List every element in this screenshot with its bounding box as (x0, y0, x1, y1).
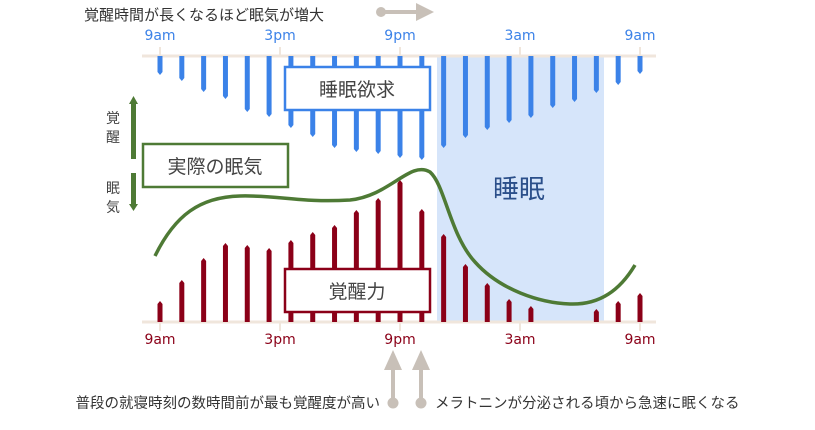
alertness-bar (462, 264, 468, 322)
sleep-need-bar (637, 56, 643, 74)
top-arrow-icon (376, 3, 434, 21)
sleep-need-bar (244, 56, 250, 112)
sleep-need-bar (593, 56, 599, 93)
sleep-need-bar (615, 56, 621, 85)
alertness-bar (506, 299, 512, 322)
time-tick-label-bottom: 3pm (264, 332, 295, 348)
sleep-need-bar (179, 56, 185, 81)
sleep-need-bar (528, 56, 534, 118)
alertness-bar (244, 245, 250, 322)
alertness-bar (484, 283, 490, 322)
sleep-need-label: 睡眠欲求 (319, 79, 395, 101)
alertness-bar (441, 234, 447, 322)
alertness-bar (222, 243, 228, 322)
sleep-need-bar (550, 56, 556, 108)
time-tick-label-top: 9pm (384, 28, 415, 44)
time-tick-label-bottom: 9pm (384, 332, 415, 348)
alertness-bar (593, 309, 599, 322)
bottom-note-right: メラトニンが分泌される頃から急速に眠くなる (435, 395, 740, 412)
time-tick-label-top: 3pm (264, 28, 295, 44)
alertness-bar (201, 258, 207, 322)
bottom-note-left: 普段の就寝時刻の数時間前が最も覚醒度が高い (76, 394, 381, 412)
up-arrow-icon (412, 350, 430, 409)
sleep-need-bar (572, 56, 578, 102)
up-arrow-icon (384, 350, 402, 409)
time-tick-label-top: 9am (624, 28, 655, 44)
sleep-need-bar (266, 56, 272, 117)
time-tick-label-bottom: 9am (624, 332, 655, 348)
time-tick-label-bottom: 9am (144, 332, 175, 348)
sleepy-arrow-icon (129, 173, 138, 211)
time-tick-label-top: 3am (504, 28, 535, 44)
alertness-bar (615, 301, 621, 322)
actual-sleepiness-curve (153, 167, 637, 306)
sleep-need-bar (441, 56, 447, 148)
sleep-need-bar (462, 56, 468, 138)
awake-arrow-icon (129, 96, 138, 159)
sleep-label: 睡眠 (493, 175, 545, 205)
time-tick-label-top: 9am (144, 28, 175, 44)
alertness-label: 覚醒力 (328, 281, 385, 303)
sleep-need-bar (506, 56, 512, 123)
sleep-need-bar (222, 56, 228, 99)
sleep-need-bar (484, 56, 490, 130)
time-tick-label-bottom: 3am (504, 332, 535, 348)
axis-awake-label: 覚醒 (106, 111, 120, 146)
alertness-bar (179, 280, 185, 322)
alertness-bar (528, 306, 534, 322)
axis-sleepy-label: 眠気 (106, 181, 120, 216)
alertness-bar (266, 248, 272, 322)
alertness-bar (637, 293, 643, 322)
actual-sleepiness-label: 実際の眠気 (167, 156, 262, 178)
sleep-need-bar (157, 56, 163, 75)
sleep-need-bar (201, 56, 207, 92)
top-note: 覚醒時間が長くなるほど眠気が増大 (84, 6, 324, 24)
alertness-bar (157, 301, 163, 322)
